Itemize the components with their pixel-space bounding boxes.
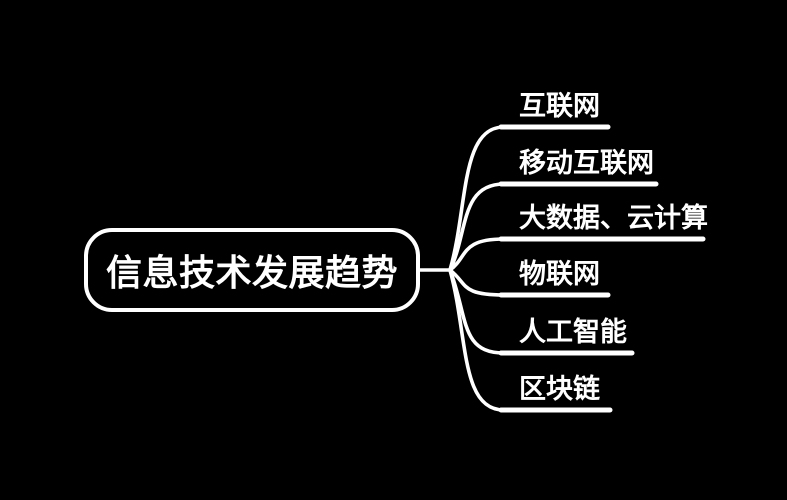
branch-label-internet: 互联网 bbox=[519, 91, 600, 122]
branch-label-mobile-internet: 移动互联网 bbox=[519, 148, 654, 179]
branch-curve-mobile-internet bbox=[448, 182, 506, 272]
branch-label-bigdata-cloud: 大数据、云计算 bbox=[519, 203, 708, 234]
branch-curve-bigdata-cloud bbox=[448, 237, 506, 272]
branch-curve-internet bbox=[448, 125, 506, 272]
central-topic-label: 信息技术发展趋势 bbox=[105, 253, 398, 294]
branch-label-iot: 物联网 bbox=[519, 259, 600, 290]
branch-label-blockchain: 区块链 bbox=[519, 374, 600, 405]
branch-label-ai: 人工智能 bbox=[519, 317, 627, 348]
branch-curve-iot bbox=[448, 268, 506, 297]
branch-curve-blockchain bbox=[448, 268, 506, 412]
